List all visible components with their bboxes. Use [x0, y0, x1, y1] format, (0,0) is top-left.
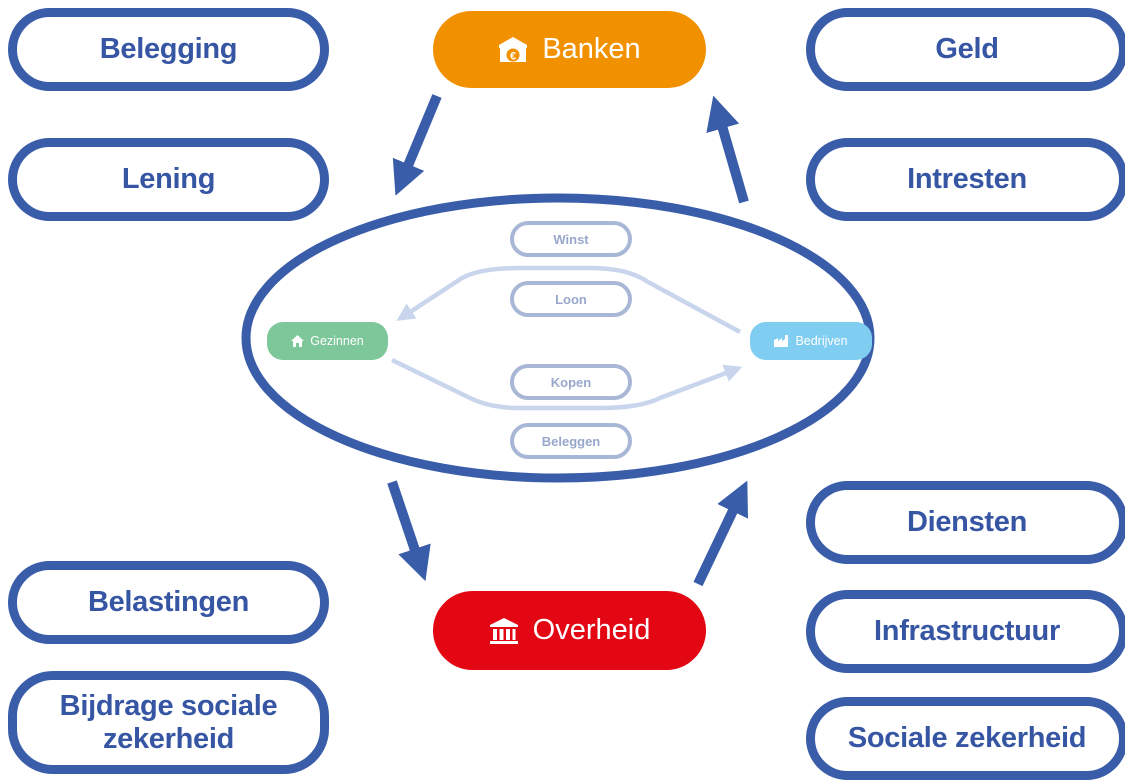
arrow-economy-to-government [387, 480, 431, 582]
government-label: Overheid [532, 614, 651, 646]
flow-arc-top [396, 265, 742, 334]
label-money: Geld [806, 8, 1125, 91]
factory-icon [774, 335, 789, 347]
arrow-economy-to-banks [706, 95, 749, 204]
banks-label: Banken [542, 33, 641, 65]
label-interest: Intresten [806, 138, 1125, 221]
government-building-icon [489, 617, 518, 644]
flow-label-invest: Beleggen [510, 423, 632, 459]
arrow-banks-to-economy [392, 94, 442, 196]
label-loan: Lening [8, 138, 329, 221]
arrow-government-to-economy [693, 480, 749, 587]
companies-node: Bedrijven [750, 322, 872, 360]
svg-text:€: € [510, 50, 516, 62]
flow-arc-bottom [391, 357, 743, 411]
flow-label-buy: Kopen [510, 364, 632, 400]
bank-euro-icon: € [499, 36, 528, 62]
label-investment: Belegging [8, 8, 329, 91]
label-social-security: Sociale zekerheid [806, 697, 1125, 780]
companies-label: Bedrijven [795, 334, 848, 348]
households-label: Gezinnen [310, 334, 364, 348]
flow-label-profit: Winst [510, 221, 632, 257]
households-node: Gezinnen [267, 322, 388, 360]
house-icon [291, 335, 305, 347]
banks-node: € Banken [433, 11, 706, 88]
label-services: Diensten [806, 481, 1125, 564]
label-social-contribution: Bijdrage sociale zekerheid [8, 671, 329, 774]
flow-label-wage: Loon [510, 281, 632, 317]
label-taxes: Belastingen [8, 561, 329, 644]
label-infrastructure: Infrastructuur [806, 590, 1125, 673]
government-node: Overheid [433, 591, 706, 670]
